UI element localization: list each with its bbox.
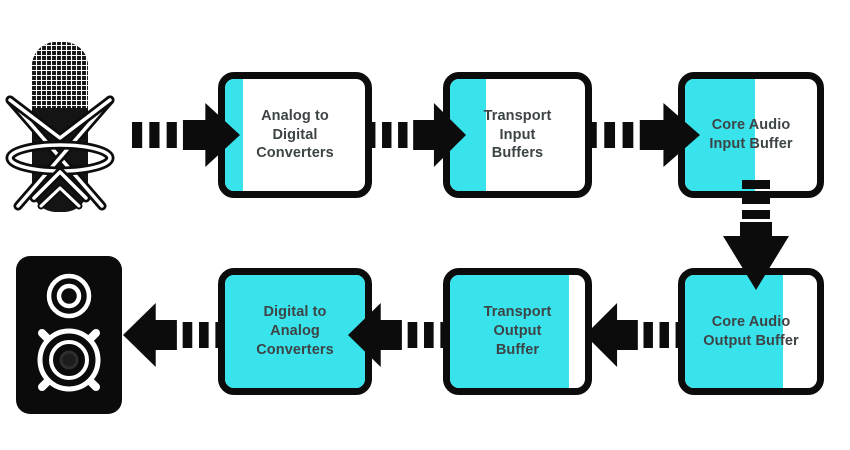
node-label: Core Audio Output Buffer [703, 313, 799, 349]
node-label: Transport Output Buffer [483, 304, 552, 358]
flow-arrow-down-icon [723, 180, 789, 290]
node-core-audio-output-buffer: Core Audio Output Buffer [678, 268, 824, 395]
speaker-icon [16, 256, 122, 414]
flow-arrow-right-icon [586, 103, 700, 167]
flow-arrow-right-icon [132, 103, 240, 167]
flow-arrow-left-icon [585, 303, 685, 367]
node-label: Analog to Digital Converters [256, 107, 334, 162]
flow-arrow-left-icon [123, 303, 225, 367]
node-digital-to-analog-converters: Digital to Analog Converters [218, 268, 372, 395]
flow-arrow-left-icon [348, 303, 450, 367]
node-transport-output-buffer: Transport Output Buffer [443, 268, 592, 395]
flow-arrow-right-icon [366, 103, 466, 167]
buffer-fill [225, 275, 365, 388]
buffer-fill [450, 275, 569, 388]
microphone-icon [5, 42, 115, 212]
node-label: Transport Input Buffers [483, 107, 552, 162]
buffer-fill [685, 275, 783, 388]
node-label: Core Audio Input Buffer [709, 117, 793, 152]
node-label: Digital to Analog Converters [256, 304, 334, 358]
node-analog-to-digital-converters: Analog to Digital Converters [218, 72, 372, 198]
node-core-audio-input-buffer: Core Audio Input Buffer [678, 72, 824, 198]
